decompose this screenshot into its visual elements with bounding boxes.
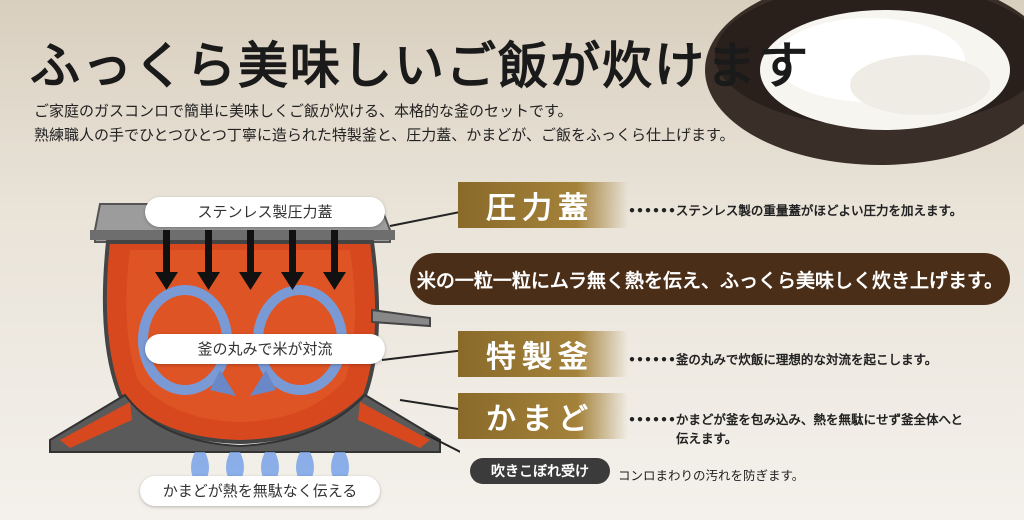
pot-diagram (49, 203, 460, 488)
spill-tray-badge: 吹きこぼれ受け (470, 458, 610, 484)
page-title: ふっくら美味しいご飯が炊けます (30, 36, 810, 95)
stove-label: かまどが熱を無駄なく伝える (140, 476, 380, 506)
lid-title: 圧力蓋 (486, 191, 594, 226)
rice-bowl-image (705, 0, 1024, 165)
lid-title-brush: 圧力蓋 (458, 182, 628, 228)
description-line-1: ご家庭のガスコンロで簡単に美味しくご飯が炊ける、本格的な釜のセットです。 (34, 102, 573, 120)
pot-description: ••••••釜の丸みで炊飯に理想的な対流を起こします。 (628, 352, 938, 367)
kamado-title-brush: かまど (458, 393, 628, 439)
feature-banner: 米の一粒一粒にムラ無く熱を伝え、ふっくら美味しく炊き上げます。 (410, 253, 1010, 305)
kamado-description-line-2: 伝えます。 (676, 431, 738, 446)
description-line-2: 熟練職人の手でひとつひとつ丁寧に造られた特製釜と、圧力蓋、かまどが、ご飯をふっく… (34, 126, 735, 144)
kamado-description-line-1: ••••••かまどが釜を包み込み、熱を無駄にせず釜全体へと (628, 412, 963, 427)
lid-description: ••••••ステンレス製の重量蓋がほどよい圧力を加えます。 (628, 203, 963, 218)
kamado-title: かまど (486, 402, 594, 437)
pot-title-brush: 特製釜 (458, 331, 628, 377)
convection-label: 釜の丸みで米が対流 (145, 334, 385, 364)
spill-tray-description: コンロまわりの汚れを防ぎます。 (618, 468, 805, 483)
lid-label: ステンレス製圧力蓋 (145, 197, 385, 227)
pot-title: 特製釜 (486, 340, 594, 375)
